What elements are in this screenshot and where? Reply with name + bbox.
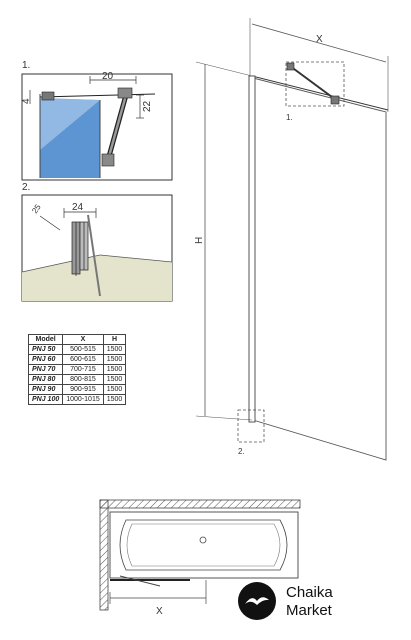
row-model: PNJ 70 <box>27 364 64 375</box>
main-wall-profile <box>248 75 256 423</box>
bathtub <box>109 511 299 579</box>
table-row: PNJ 90 900-915 1500 <box>27 384 127 395</box>
header-x: X <box>62 334 104 345</box>
row-h: 1500 <box>102 384 127 395</box>
main-dim-x: X <box>316 34 323 45</box>
detail2-label: 2. <box>22 182 30 193</box>
table-row: PNJ 60 600-615 1500 <box>27 354 127 365</box>
row-model: PNJ 50 <box>27 344 64 355</box>
row-h: 1500 <box>102 354 127 365</box>
main-glass-panel <box>252 77 387 461</box>
table-row: PNJ 100 1000-1015 1500 <box>27 394 127 405</box>
callout-box-1 <box>285 61 345 107</box>
table-row: PNJ 50 500-515 1500 <box>27 344 127 355</box>
row-model: PNJ 60 <box>27 354 64 365</box>
row-h: 1500 <box>102 344 127 355</box>
row-x: 1000-1015 <box>62 394 104 405</box>
detail1-dim-left: 4 <box>21 98 32 104</box>
row-h: 1500 <box>102 374 127 385</box>
seagull-logo-icon <box>238 582 276 620</box>
detail1-dim-width: 20 <box>102 71 114 82</box>
row-x: 900-915 <box>62 384 104 395</box>
brand-name-line2: Market <box>286 602 332 619</box>
detail1-box <box>21 73 173 181</box>
row-model: PNJ 80 <box>27 374 64 385</box>
header-h: H <box>102 334 127 345</box>
row-x: 500-515 <box>62 344 104 355</box>
detail2-box <box>21 194 173 302</box>
row-model: PNJ 100 <box>27 394 64 405</box>
header-model: Model <box>27 334 64 345</box>
detail1-dim-height: 22 <box>142 100 153 112</box>
row-h: 1500 <box>102 364 127 375</box>
spec-table-header: Model X H <box>27 334 127 345</box>
detail1-label: 1. <box>22 60 30 71</box>
row-model: PNJ 90 <box>27 384 64 395</box>
main-callout-2: 2. <box>238 447 245 456</box>
brand-logo: Chaika Market <box>238 582 368 622</box>
main-panel-view <box>195 18 389 461</box>
row-x: 600-615 <box>62 354 104 365</box>
plan-dim-x: X <box>156 606 163 617</box>
spec-table: Model X H PNJ 50 500-515 1500 PNJ 60 600… <box>27 334 127 405</box>
row-h: 1500 <box>102 394 127 405</box>
plan-view <box>99 499 301 611</box>
row-x: 700-715 <box>62 364 104 375</box>
table-row: PNJ 70 700-715 1500 <box>27 364 127 375</box>
drain-icon <box>199 536 207 544</box>
row-x: 800-815 <box>62 374 104 385</box>
main-dim-h: H <box>194 237 205 244</box>
detail2-dim-width: 24 <box>72 202 84 213</box>
callout-box-2 <box>237 409 265 443</box>
table-row: PNJ 80 800-815 1500 <box>27 374 127 385</box>
brand-name-line1: Chaika <box>286 584 333 601</box>
main-callout-1: 1. <box>286 113 293 122</box>
